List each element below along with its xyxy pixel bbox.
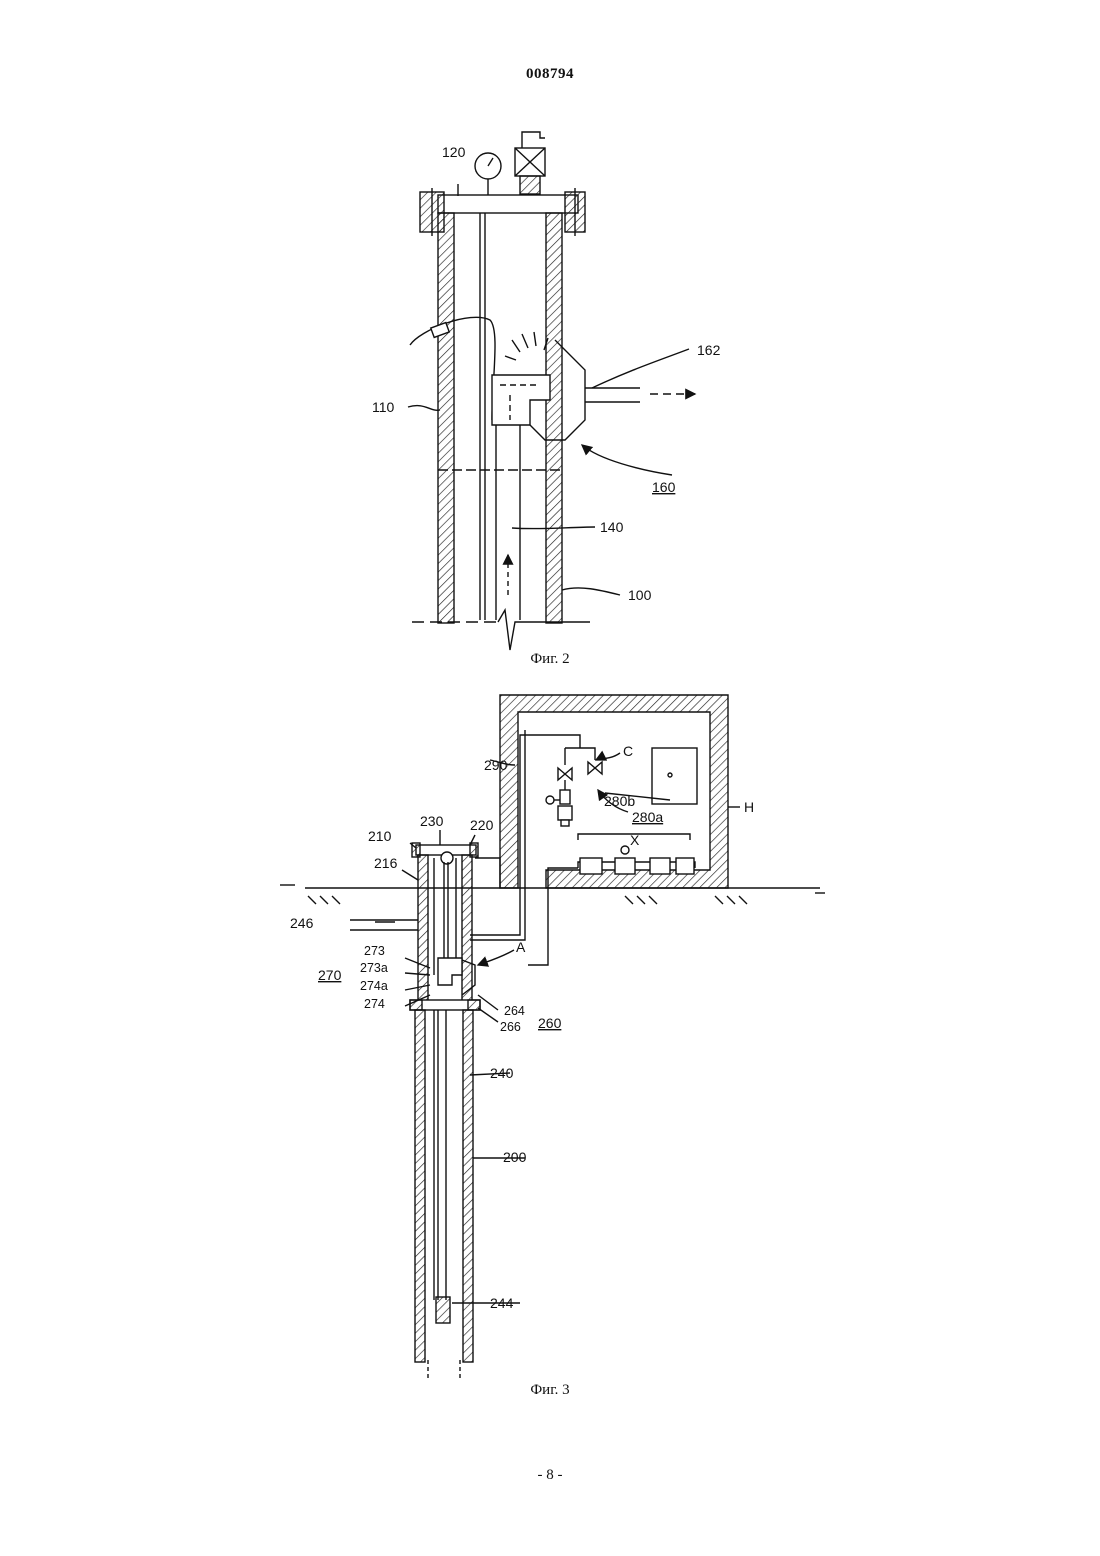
- label-A: A: [516, 939, 526, 955]
- label-216: 216: [374, 855, 398, 871]
- label-C: C: [623, 743, 633, 759]
- label-244: 244: [490, 1295, 514, 1311]
- label-100: 100: [628, 587, 652, 603]
- figure-2-caption: Фиг. 2: [0, 651, 1100, 668]
- casing-right-wall: [546, 213, 562, 623]
- component-4: [676, 858, 694, 874]
- label-110: 110: [372, 399, 395, 415]
- label-273: 273: [364, 944, 385, 958]
- label-140: 140: [600, 519, 624, 535]
- label-160: 160: [652, 479, 676, 495]
- label-274a: 274a: [360, 979, 388, 993]
- valve-icon-2: [588, 762, 602, 774]
- label-266: 266: [500, 1020, 521, 1034]
- lower-casing-right: [463, 1010, 473, 1362]
- label-273a: 273a: [360, 961, 388, 975]
- casing-left-wall: [438, 213, 454, 623]
- lower-casing-left: [415, 1010, 425, 1362]
- label-162: 162: [697, 342, 721, 358]
- label-240: 240: [490, 1065, 514, 1081]
- component-2: [615, 858, 635, 874]
- figure-3-drawing: [280, 695, 825, 1378]
- label-200: 200: [503, 1149, 527, 1165]
- label-264: 264: [504, 1004, 525, 1018]
- label-H: H: [744, 799, 754, 815]
- upper-casing-left: [418, 855, 428, 1003]
- pump-244: [436, 1297, 450, 1323]
- valve-icon: [558, 768, 572, 780]
- upper-casing-right: [462, 855, 472, 1003]
- label-260: 260: [538, 1015, 562, 1031]
- label-230: 230: [420, 813, 444, 829]
- figure-3-caption: Фиг. 3: [0, 1382, 1100, 1399]
- figure-2-drawing: [408, 132, 695, 650]
- label-280b: 280b: [604, 793, 635, 809]
- page-number: - 8 -: [0, 1467, 1100, 1484]
- label-274: 274: [364, 997, 385, 1011]
- component-1: [580, 858, 602, 874]
- label-280a: 280a: [632, 809, 663, 825]
- label-246: 246: [290, 915, 314, 931]
- figure-3-labels: 290 C 280b H 280a X 230 220 210 216 246 …: [290, 743, 754, 1311]
- component-3: [650, 858, 670, 874]
- control-cabinet: [652, 748, 697, 804]
- label-210: 210: [368, 828, 392, 844]
- label-270: 270: [318, 967, 342, 983]
- label-220: 220: [470, 817, 494, 833]
- label-290: 290: [484, 757, 508, 773]
- flange-plate: [438, 195, 578, 213]
- label-X: X: [630, 832, 640, 848]
- label-120: 120: [442, 144, 466, 160]
